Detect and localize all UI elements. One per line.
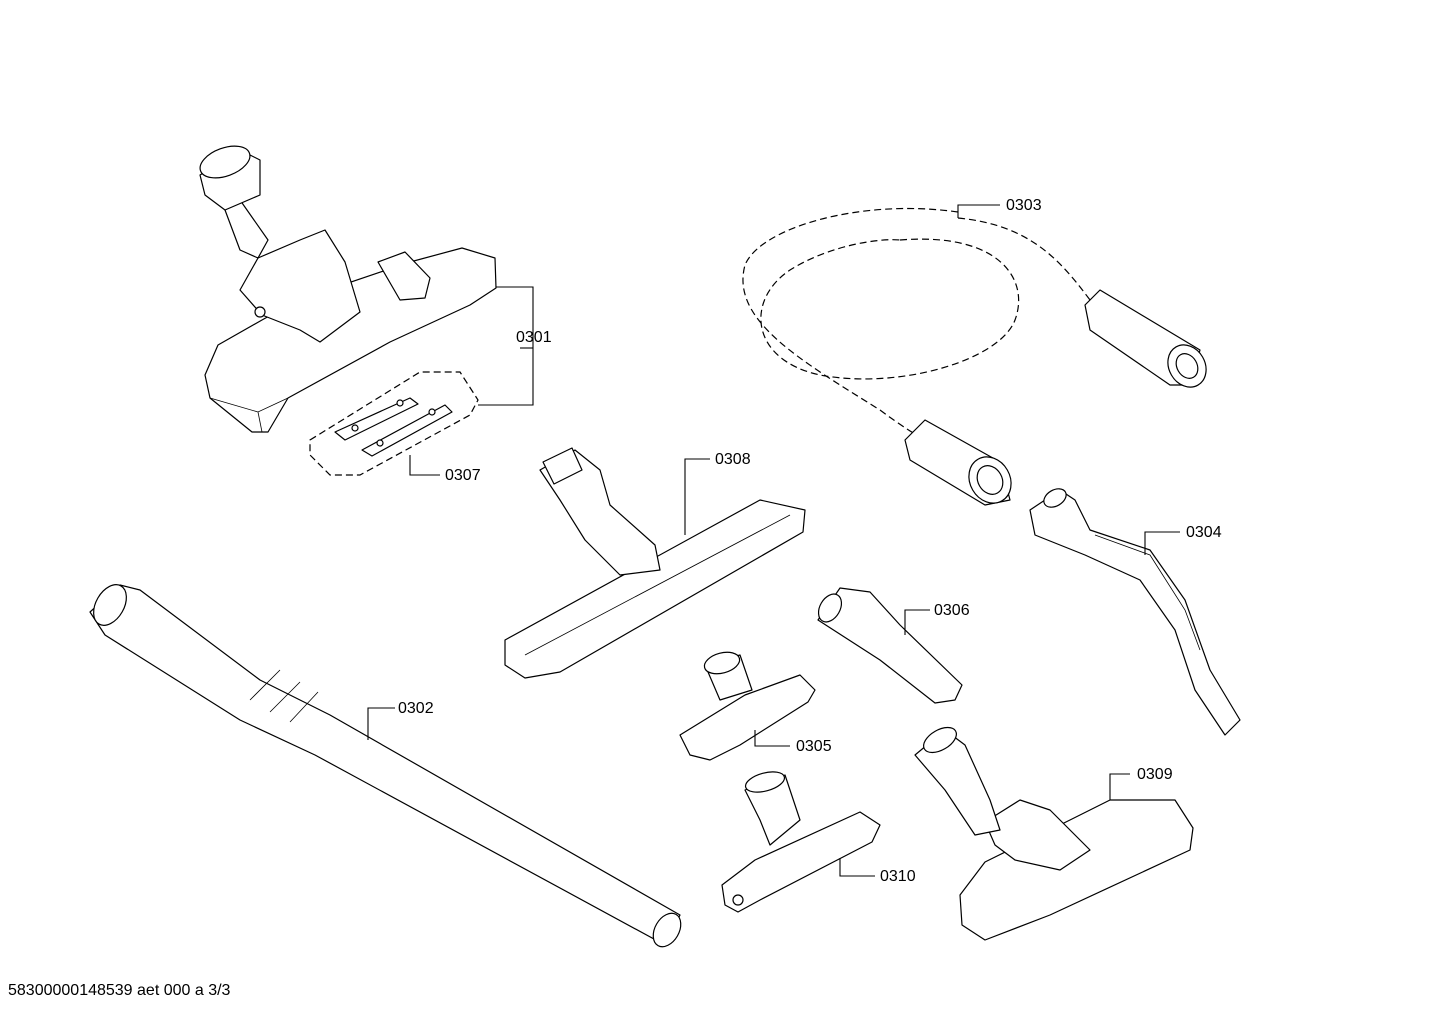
nozzle-strips-icon (309, 371, 479, 476)
crevice-tool-icon (817, 587, 963, 704)
label-0306: 0306 (934, 602, 970, 619)
telescopic-tube-icon (89, 584, 682, 948)
leader-0306 (904, 609, 930, 635)
leader-0301 (478, 286, 534, 406)
floor-nozzle-icon (199, 145, 497, 433)
upholstery-nozzle-icon (679, 651, 816, 761)
label-0304: 0304 (1186, 524, 1222, 541)
leader-0304 (1144, 531, 1180, 555)
leader-0310 (839, 858, 875, 877)
label-0303: 0303 (1006, 197, 1042, 214)
leader-0303 (957, 204, 1000, 218)
label-0310: 0310 (880, 868, 916, 885)
label-0308: 0308 (715, 451, 751, 468)
label-0309: 0309 (1137, 766, 1173, 783)
leader-0309 (1109, 773, 1130, 800)
parquet-nozzle-icon (504, 447, 806, 679)
label-0307: 0307 (445, 467, 481, 484)
label-0302: 0302 (398, 700, 434, 717)
leader-0302 (367, 707, 395, 740)
label-0301: 0301 (516, 329, 552, 346)
label-0305: 0305 (796, 738, 832, 755)
footer-code: 58300000148539 aet 000 a 3/3 (8, 982, 231, 999)
hose-handle-icon (1029, 488, 1241, 736)
floor-nozzle-2-icon (914, 726, 1194, 941)
suction-hose-icon (742, 207, 1207, 506)
leader-0307 (409, 455, 440, 476)
small-nozzle-icon (721, 771, 881, 913)
leader-0308 (684, 458, 710, 535)
leader-0305 (754, 730, 790, 747)
